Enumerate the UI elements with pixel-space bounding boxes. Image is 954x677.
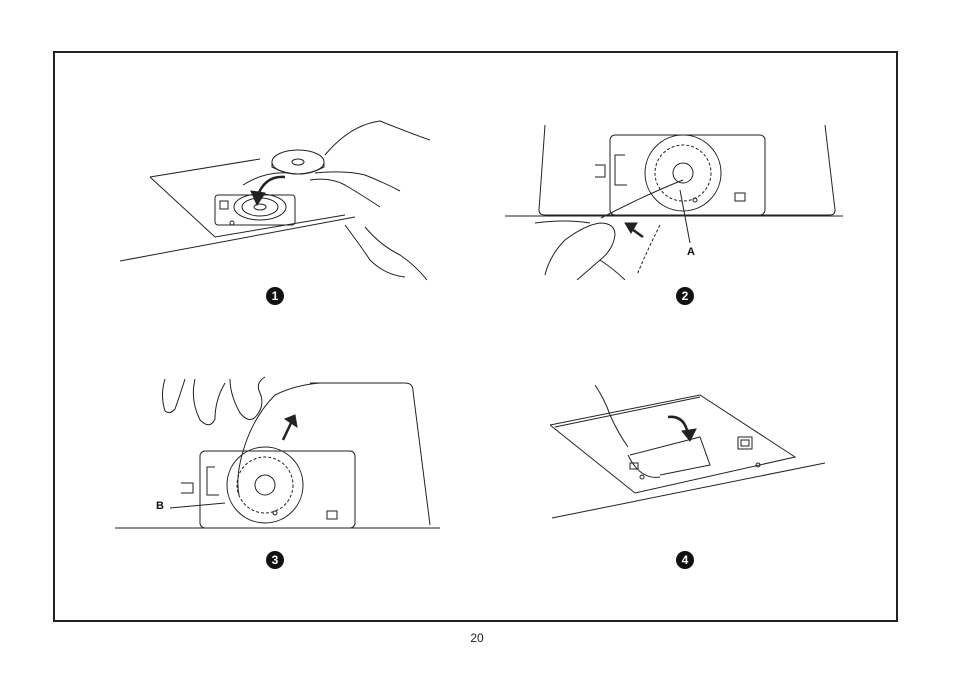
step-3-illustration [115, 375, 445, 535]
page-number: 20 [0, 631, 954, 645]
step-1-badge: 1 [266, 287, 284, 305]
step-2-badge: 2 [676, 287, 694, 305]
step-3-badge: 3 [266, 551, 284, 569]
callout-a: A [687, 246, 695, 258]
step-4-illustration [550, 385, 830, 525]
step-2-illustration [505, 115, 845, 280]
step-1-illustration [115, 115, 435, 285]
step-4-badge: 4 [676, 551, 694, 569]
callout-b: B [156, 500, 164, 512]
